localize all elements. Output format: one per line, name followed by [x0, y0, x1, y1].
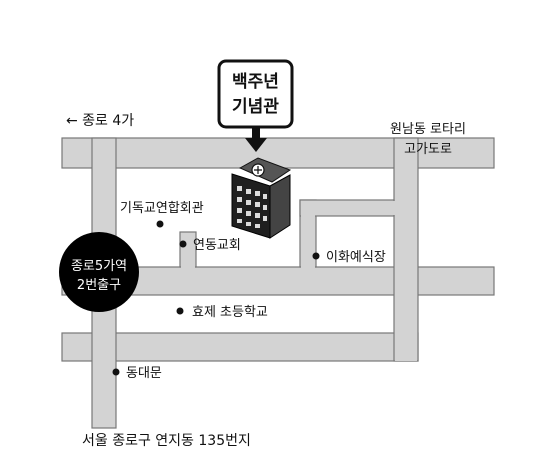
- station-line1: 종로5가역: [71, 259, 127, 274]
- hyoje-school-label: 효제 초등학교: [192, 305, 268, 320]
- landmark-box: [217, 59, 294, 129]
- location-dot-icon: [179, 240, 187, 248]
- location-dot-icon: [312, 252, 320, 260]
- yeondong-church-label: 연동교회: [193, 238, 241, 253]
- address-text: 서울 종로구 연지동 135번지: [82, 433, 251, 449]
- wonnam-label-line2: 고가도로: [404, 142, 452, 157]
- landmark-line1: 백주년: [232, 72, 279, 92]
- christian-hall-label: 기독교연합회관: [120, 201, 204, 216]
- landmark-line2: 기념관: [232, 96, 279, 117]
- down-arrow-icon: [245, 127, 267, 152]
- station-circle: [59, 232, 139, 312]
- dongdaemun-label: 동대문: [126, 366, 162, 381]
- building-icon: [231, 157, 292, 239]
- road-bottom-horizontal: [61, 332, 419, 362]
- arrow-jongno-label: ← 종로 4가: [66, 113, 134, 129]
- station-line2: 2번출구: [77, 278, 121, 293]
- ewha-wedding-label: 이화예식장: [326, 250, 386, 265]
- location-dot-icon: [176, 307, 184, 315]
- wonnam-label-line1: 원남동 로타리: [390, 122, 466, 137]
- road-jongno-main: [61, 137, 495, 169]
- location-dot-icon: [112, 368, 120, 376]
- location-dot-icon: [156, 220, 164, 228]
- road-right-vertical: [393, 137, 419, 362]
